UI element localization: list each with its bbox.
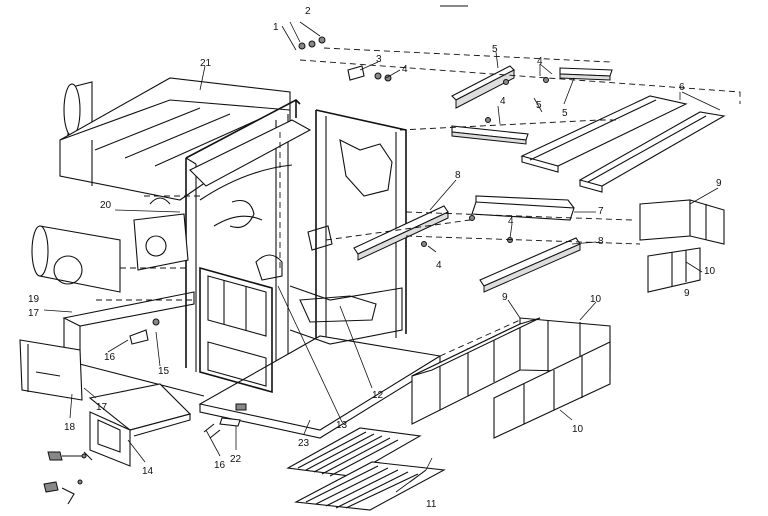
label-21: 21 [200, 58, 212, 69]
firebrick-lower [411, 317, 611, 439]
angle-bracket-left-upper [451, 65, 515, 109]
label-13: 13 [336, 420, 348, 431]
label-15: 15 [158, 366, 170, 377]
ash-door [19, 339, 83, 401]
label-19: 19 [28, 294, 40, 305]
hardware-bottom-center [203, 403, 247, 439]
label-4e: 4 [537, 56, 543, 67]
label-5b: 5 [536, 100, 542, 111]
alignment-lines [96, 47, 741, 357]
label-4c: 4 [436, 260, 442, 271]
base-tray [62, 291, 205, 397]
label-5a: 5 [492, 44, 498, 55]
blower-housing [31, 197, 189, 293]
label-4a: 4 [402, 64, 408, 75]
label-3: 3 [376, 54, 382, 65]
label-2: 2 [305, 6, 311, 17]
angle-bracket-right [559, 67, 613, 81]
label-4b: 4 [500, 96, 506, 107]
label-1: 1 [273, 22, 279, 33]
label-7: 7 [598, 206, 604, 217]
label-22: 22 [230, 454, 242, 465]
label-5c: 5 [562, 108, 568, 119]
grates [286, 427, 446, 511]
heat-exchanger [59, 77, 291, 201]
angle-bracket-left-lower [451, 125, 529, 145]
support-bracket [471, 195, 575, 221]
label-6: 6 [679, 82, 685, 93]
firebrick-right [639, 199, 725, 293]
hardware-lower-left [43, 451, 93, 505]
baffle-channels [520, 95, 726, 193]
leader-lines [43, 51, 721, 493]
side-rail-lower [479, 237, 581, 293]
label-23: 23 [298, 438, 310, 449]
label-17b: 17 [96, 402, 108, 413]
label-8a: 8 [455, 170, 461, 181]
label-20: 20 [100, 200, 112, 211]
label-9b: 9 [684, 288, 690, 299]
ash-pan [88, 383, 192, 467]
label-18: 18 [64, 422, 76, 433]
label-12: 12 [372, 390, 384, 401]
screw-6 [421, 241, 427, 247]
label-10b: 10 [590, 294, 602, 305]
screw-1 [503, 79, 509, 85]
part-labels: 1 2 3 4 4 4 4 4 5 5 5 6 7 8 8 9 9 9 10 1… [28, 6, 722, 510]
label-16b: 16 [214, 460, 226, 471]
side-rail-upper [353, 205, 449, 261]
screw-2 [543, 77, 549, 83]
label-14: 14 [142, 466, 154, 477]
main-cabinet [185, 99, 442, 439]
label-10c: 10 [572, 424, 584, 435]
screw-3 [485, 117, 491, 123]
label-10a: 10 [704, 266, 716, 277]
label-17a: 17 [28, 308, 40, 319]
label-16a: 16 [104, 352, 116, 363]
label-9a: 9 [716, 178, 722, 189]
label-9c: 9 [502, 292, 508, 303]
top-hardware [281, 21, 392, 82]
label-11: 11 [426, 499, 437, 510]
label-4d: 4 [508, 216, 514, 227]
screw-4 [469, 215, 475, 221]
label-8b: 8 [598, 236, 604, 247]
